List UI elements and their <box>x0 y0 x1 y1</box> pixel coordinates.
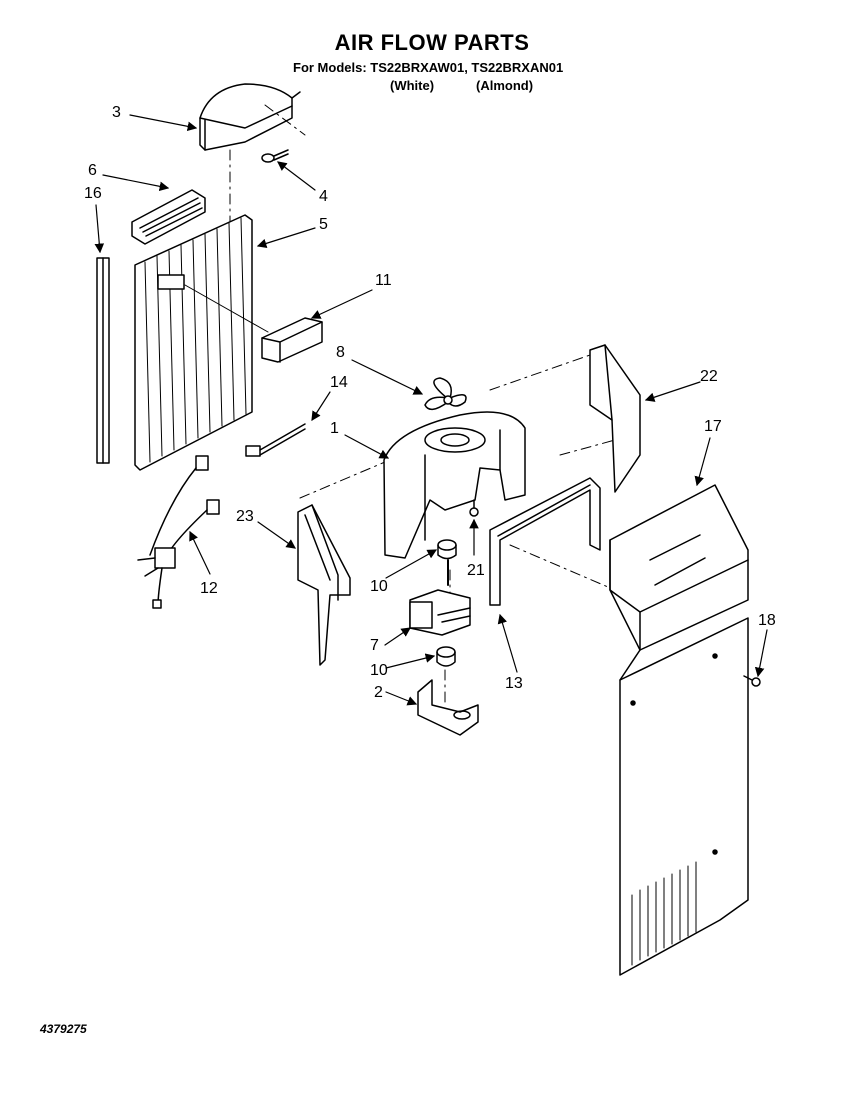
part-1-fan-housing <box>383 411 526 559</box>
part-17-rear-duct <box>609 484 749 976</box>
part-4-screw <box>261 149 289 163</box>
callout-12: 12 <box>200 580 218 597</box>
part-3-duct-cap <box>199 83 301 151</box>
callout-3: 3 <box>112 104 121 121</box>
callout-2: 2 <box>374 684 383 701</box>
leader-lines <box>94 114 768 706</box>
part-10-grommet-upper <box>437 539 457 560</box>
part-23-side-duct <box>297 504 351 666</box>
part-5-grille <box>134 214 253 471</box>
variant-white: (White) <box>390 78 435 93</box>
callout-1: 1 <box>330 420 339 437</box>
part-13-gasket-frame <box>489 477 601 606</box>
callout-16: 16 <box>84 185 102 202</box>
callout-7: 7 <box>370 637 379 654</box>
models-line: For Models: TS22BRXAW01, TS22BRXAN01 <box>293 60 564 75</box>
part-11-bracket <box>184 284 323 363</box>
part-10-grommet-lower <box>436 646 456 667</box>
callout-5: 5 <box>319 216 328 233</box>
variant-almond: (Almond) <box>476 78 534 93</box>
callout-17: 17 <box>704 418 722 435</box>
part-8-fan-blade <box>424 377 467 411</box>
callout-22: 22 <box>700 368 718 385</box>
callout-6: 6 <box>88 162 97 179</box>
callout-10-upper: 10 <box>370 578 388 595</box>
part-14-cable-tie <box>245 423 306 457</box>
part-6-louver <box>131 189 206 245</box>
callout-10-lower: 10 <box>370 662 388 679</box>
document-number: 4379275 <box>40 1022 87 1036</box>
part-18-screw <box>743 675 761 687</box>
part-12-harness <box>137 455 220 609</box>
part-7-motor <box>409 559 471 636</box>
callout-8: 8 <box>336 344 345 361</box>
callout-14: 14 <box>330 374 348 391</box>
callout-18: 18 <box>758 612 776 629</box>
callout-4: 4 <box>319 188 328 205</box>
page-title: AIR FLOW PARTS <box>334 30 530 55</box>
callout-21: 21 <box>467 562 485 579</box>
part-22-baffle <box>589 344 641 493</box>
callout-23: 23 <box>236 508 254 525</box>
part-21-screw <box>469 499 479 517</box>
part-2-bracket <box>417 679 479 736</box>
callout-13: 13 <box>505 675 523 692</box>
callout-11: 11 <box>375 272 392 289</box>
part-16-gasket <box>96 257 110 464</box>
